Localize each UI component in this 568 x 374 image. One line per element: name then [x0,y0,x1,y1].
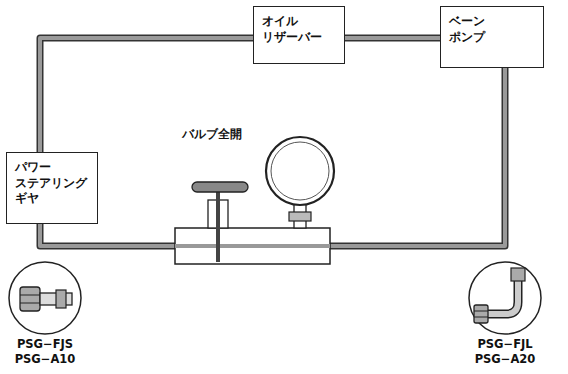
nut-edge [20,303,40,304]
component-box: ベーン ポンプ [440,6,544,68]
elbow-pipe [486,280,518,314]
hex-nut [474,305,488,323]
fitting-detail [469,262,541,334]
nut-edge [474,311,488,312]
component-name: パワー ステアリング ギヤ [15,160,87,207]
elbow-pipe [486,280,518,314]
component-name: オイル リザーバー [262,14,322,45]
pipe-outline [40,68,505,246]
pipe-outline [345,35,440,42]
pipe-body [40,38,253,152]
oil-pipe [40,38,253,152]
oil-pipe [345,38,440,39]
nut-edge [20,295,40,296]
gauge-nut [289,212,311,221]
block-bore [175,244,330,248]
part-number: PSG−FJS [15,337,75,351]
component-box: オイル リザーバー [253,6,345,64]
fitting-detail [9,262,81,334]
component-box: パワー ステアリング ギヤ [6,152,98,224]
valve-block [175,228,330,264]
bolt-collar [56,290,66,308]
pipe-body [40,68,505,246]
nut-edge [474,317,488,318]
hex-nut [20,287,40,311]
part-number: PSG−A10 [13,352,78,366]
pressure-gauge [266,137,334,205]
pipe-body [345,36,440,40]
valve-handle [192,182,248,192]
pipe-outline [40,38,253,152]
valve-note: バルブ全開 [180,127,244,141]
valve-stem [216,190,220,262]
elbow-cap [511,268,525,281]
part-number: PSG−A20 [473,352,538,366]
oil-pipe [40,68,505,246]
component-name: ベーン ポンプ [449,14,485,45]
part-number: PSG−FJL [475,337,534,351]
gauge-dial [271,142,329,200]
